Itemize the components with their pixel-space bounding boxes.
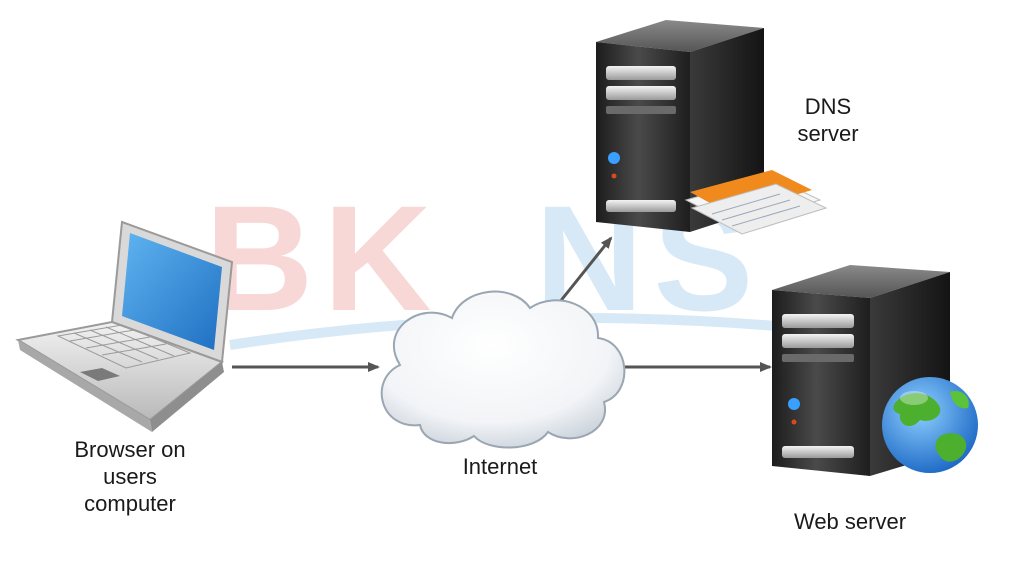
dns-label-line-1: DNS <box>804 94 852 119</box>
browser-label-line-2: users <box>103 464 157 489</box>
browser-label: Browser on users computer <box>50 436 210 517</box>
browser-label-line-1: Browser on <box>74 437 186 462</box>
cloud-icon <box>380 290 626 449</box>
web-server-label: Web server <box>793 509 907 534</box>
document-icon <box>684 170 828 235</box>
browser-label-line-3: computer <box>84 491 176 516</box>
laptop-icon <box>15 220 234 432</box>
arrow-internet-to-dns-server <box>553 236 613 309</box>
internet-label: Internet <box>462 454 538 479</box>
watermark-text: BK <box>205 174 442 342</box>
dns-label-line-2: server <box>797 121 859 146</box>
dns-server-label: DNS server <box>778 93 878 147</box>
globe-icon <box>882 377 978 473</box>
